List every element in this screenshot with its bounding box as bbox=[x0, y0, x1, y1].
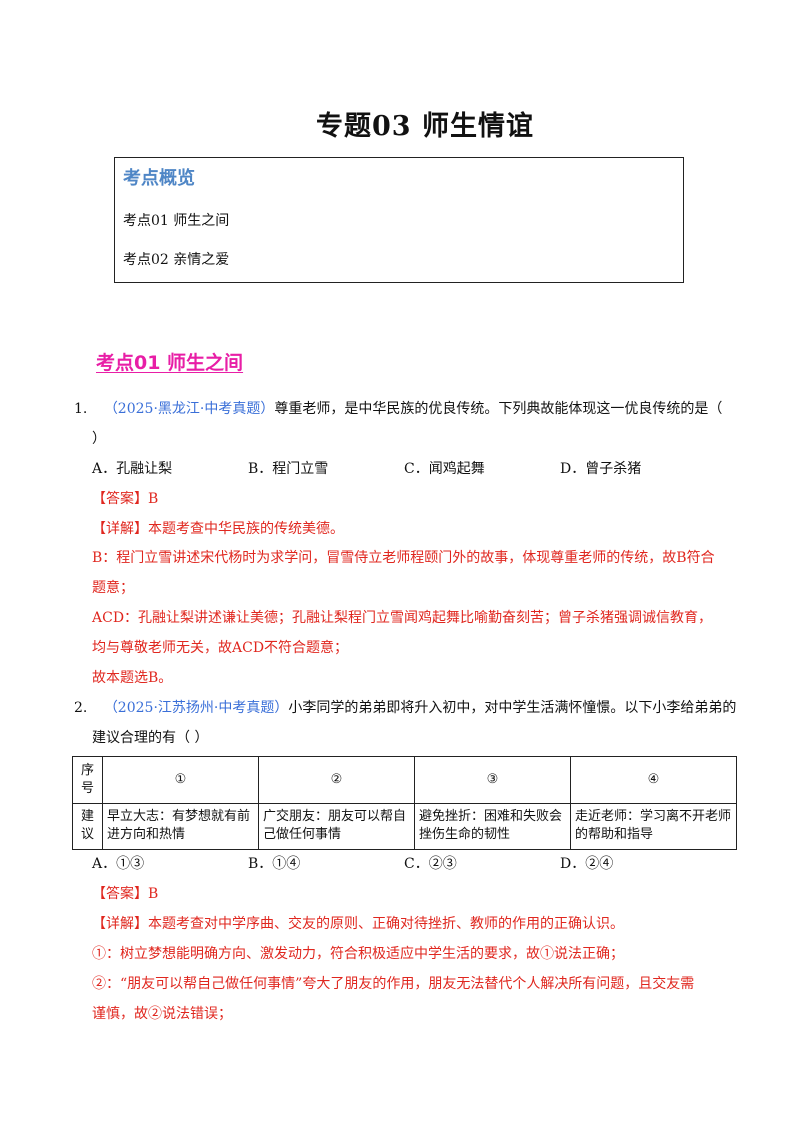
q1-option-d: D．曾子杀猪 bbox=[560, 461, 642, 477]
q1-stem-line: 1. （2025·黑龙江·中考真题）尊重老师，是中华民族的优良传统。下列典故能体… bbox=[74, 398, 722, 418]
q1-option-c: C．闻鸡起舞 bbox=[404, 461, 485, 477]
table-side-header: 序号 bbox=[72, 756, 103, 804]
table-header-2: ② bbox=[258, 756, 415, 804]
q1-detail: 本题考查中华民族的传统美德。 bbox=[148, 521, 344, 537]
q1-answer-line: 【答案】B bbox=[92, 488, 158, 508]
q2-answer-tag: 【答案】 bbox=[92, 886, 148, 902]
q1-stem: 尊重老师，是中华民族的优良传统。下列典故能体现这一优良传统的是（ bbox=[274, 401, 723, 417]
q1-stem-end: ） bbox=[92, 431, 106, 447]
table-header-1: ① bbox=[102, 756, 259, 804]
q2-detail-line: 【详解】本题考查对中学序曲、交友的原则、正确对待挫折、教师的作用的正确认识。 bbox=[92, 913, 624, 933]
overview-heading: 考点概览 bbox=[123, 168, 195, 189]
q1-options: A．孔融让梨 B．程门立雪 C．闻鸡起舞 D．曾子杀猪 bbox=[92, 458, 641, 478]
q1-source: （2025·黑龙江·中考真题） bbox=[103, 401, 275, 417]
q1-number: 1. bbox=[74, 401, 88, 417]
overview-box: 考点概览 考点01 师生之间 考点02 亲情之爱 bbox=[114, 157, 684, 283]
q1-detail-line: 【详解】本题考查中华民族的传统美德。 bbox=[92, 518, 344, 538]
q2-options: A．①③ B．①④ C．②③ D．②④ bbox=[92, 853, 613, 873]
q1-detail-tag: 【详解】 bbox=[92, 521, 148, 537]
q1-explain-1: B：程门立雪讲述宋代杨时为求学问，冒雪侍立老师程颐门外的故事，体现尊重老师的传统… bbox=[92, 550, 715, 566]
q1-option-a: A．孔融让梨 bbox=[92, 461, 173, 477]
q2-explain-2: ②：“朋友可以帮自己做任何事情”夸大了朋友的作用，朋友无法替代个人解决所有问题，… bbox=[92, 976, 695, 992]
q1-answer-tag: 【答案】 bbox=[92, 491, 148, 507]
q2-detail-tag: 【详解】 bbox=[92, 916, 148, 932]
q1-explain-3: ACD：孔融让梨讲述谦让美德；孔融让梨程门立雪闻鸡起舞比喻勤奋刻苦；曾子杀猪强调… bbox=[92, 610, 713, 626]
table-side-row: 建议 bbox=[72, 802, 103, 850]
table-header-3: ③ bbox=[414, 756, 571, 804]
table-cell-1: 早立大志：有梦想就有前进方向和热情 bbox=[102, 802, 259, 850]
q2-option-b: B．①④ bbox=[248, 856, 301, 872]
q2-answer: B bbox=[148, 886, 159, 902]
q2-option-a: A．①③ bbox=[92, 856, 145, 872]
q2-answer-line: 【答案】B bbox=[92, 883, 158, 903]
q1-explain-5: 故本题选B。 bbox=[92, 670, 173, 686]
table-cell-3: 避免挫折：困难和失败会挫伤生命的韧性 bbox=[414, 802, 571, 850]
q2-explain-1: ①：树立梦想能明确方向、激发动力，符合积极适应中学生活的要求，故①说法正确； bbox=[92, 946, 624, 962]
q2-option-c: C．②③ bbox=[404, 856, 457, 872]
q2-stem-2: 建议合理的有（ ） bbox=[92, 730, 209, 746]
q2-option-d: D．②④ bbox=[560, 856, 614, 872]
table-cell-2: 广交朋友：朋友可以帮自己做任何事情 bbox=[258, 802, 415, 850]
q1-option-b: B．程门立雪 bbox=[248, 461, 329, 477]
q2-explain-3: 谨慎，故②说法错误； bbox=[92, 1006, 232, 1022]
q1-explain-2: 题意； bbox=[92, 580, 134, 596]
q2-stem-line: 2. （2025·江苏扬州·中考真题）小李同学的弟弟即将升入初中，对中学生活满怀… bbox=[74, 697, 736, 717]
q1-explain-4: 均与尊敬老师无关，故ACD不符合题意； bbox=[92, 640, 349, 656]
table-row: 建议 早立大志：有梦想就有前进方向和热情 广交朋友：朋友可以帮自己做任何事情 避… bbox=[72, 802, 737, 850]
table-cell-4: 走近老师：学习离不开老师的帮助和指导 bbox=[570, 802, 737, 850]
q2-table: 序号 ① ② ③ ④ 建议 早立大志：有梦想就有前进方向和热情 广交朋友：朋友可… bbox=[72, 756, 737, 850]
table-header-row: 序号 ① ② ③ ④ bbox=[72, 756, 737, 804]
q2-number: 2. bbox=[74, 700, 88, 716]
q2-detail: 本题考查对中学序曲、交友的原则、正确对待挫折、教师的作用的正确认识。 bbox=[148, 916, 624, 932]
section-heading-1: 考点01 师生之间 bbox=[96, 352, 244, 374]
q2-stem: 小李同学的弟弟即将升入初中，对中学生活满怀憧憬。以下小李给弟弟的 bbox=[288, 700, 737, 716]
overview-item-1: 考点01 师生之间 bbox=[123, 213, 230, 229]
page-title: 专题03 师生情谊 bbox=[316, 111, 534, 142]
q1-answer: B bbox=[148, 491, 159, 507]
table-header-4: ④ bbox=[570, 756, 737, 804]
q2-source: （2025·江苏扬州·中考真题） bbox=[103, 700, 289, 716]
overview-item-2: 考点02 亲情之爱 bbox=[123, 252, 230, 268]
